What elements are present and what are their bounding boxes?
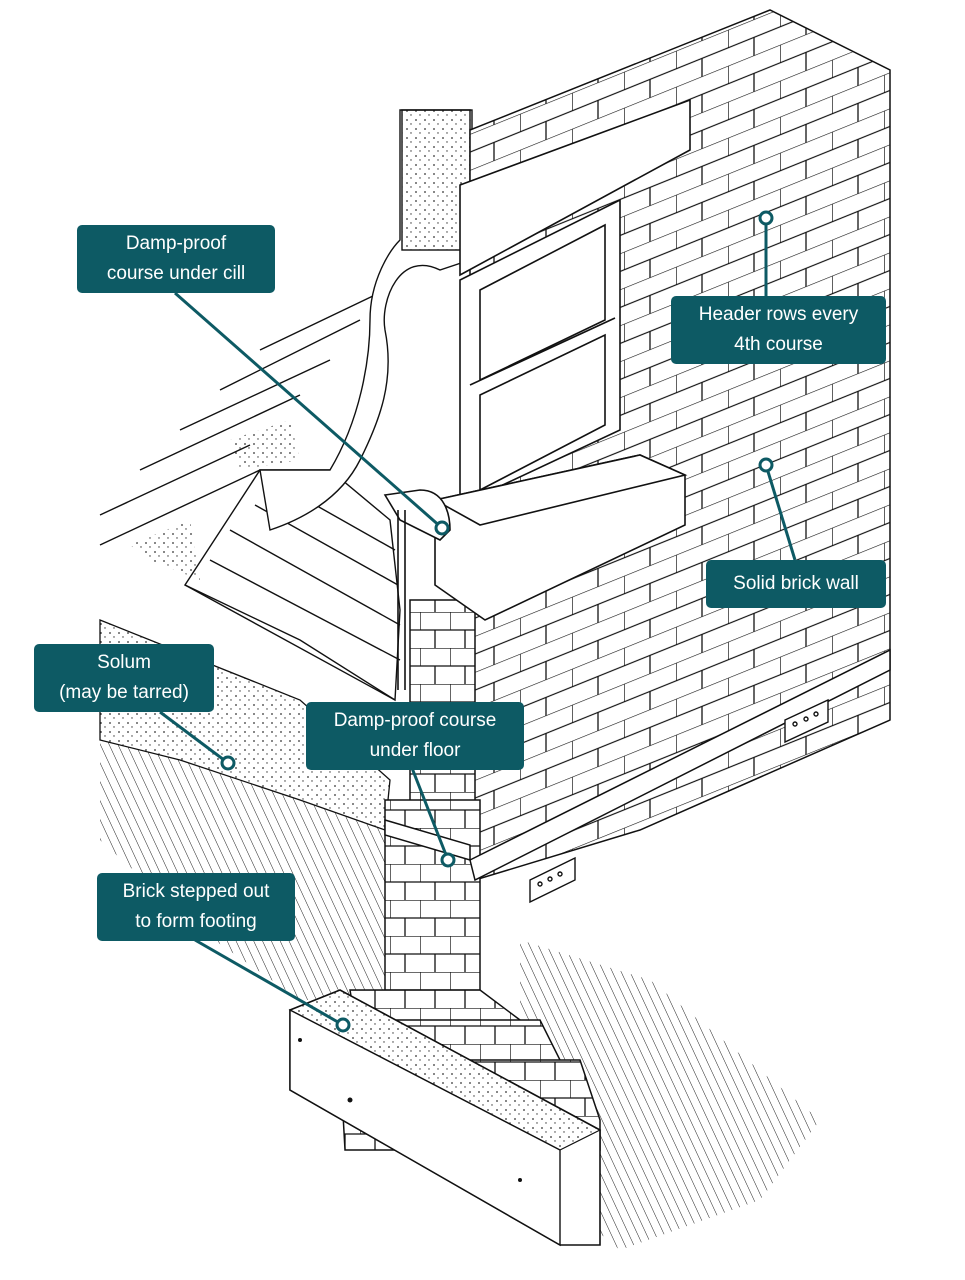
label-footing: Brick stepped out to form footing (97, 873, 295, 941)
label-solid-wall-text: Solid brick wall (733, 573, 859, 594)
air-vents (529, 698, 829, 904)
floor-stipple (130, 420, 300, 580)
leader-dpc-floor (410, 767, 450, 861)
sash-window (459, 98, 691, 507)
label-solid-wall: Solid brick wall (706, 560, 886, 608)
inner-wall (259, 109, 473, 531)
leader-footing (194, 938, 344, 1027)
label-dpc-floor-text: Damp-proof course under floor (333, 710, 497, 761)
label-dpc-cill-text: Damp-proof course under cill (106, 233, 246, 284)
leader-dpc-cill (174, 291, 443, 530)
leader-solum (159, 710, 229, 765)
plinth-ledge (384, 648, 891, 882)
window-cill (383, 454, 688, 621)
label-header-rows: Header rows every 4th course (671, 296, 886, 364)
label-dpc-cill: Damp-proof course under cill (77, 225, 275, 293)
label-header-rows-text: Header rows every 4th course (698, 304, 859, 355)
floor-joist (397, 510, 406, 690)
label-footing-text: Brick stepped out to form footing (122, 881, 270, 932)
leader-lines (159, 218, 797, 1027)
label-dpc-floor: Damp-proof course under floor (306, 702, 524, 770)
leader-solid-wall (764, 464, 797, 561)
leader-dots (220, 210, 774, 1033)
label-solum: Solum (may be tarred) (34, 644, 214, 712)
concrete-foundation (288, 989, 602, 1247)
timber-floor (99, 294, 401, 702)
label-solum-text: Solum (may be tarred) (59, 652, 189, 703)
